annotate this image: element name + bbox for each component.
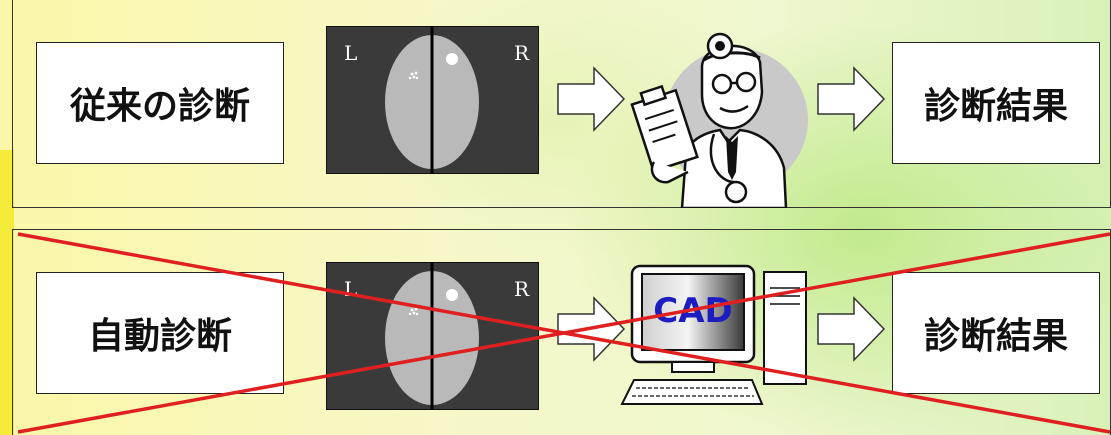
red-cross-mark bbox=[0, 0, 1111, 435]
